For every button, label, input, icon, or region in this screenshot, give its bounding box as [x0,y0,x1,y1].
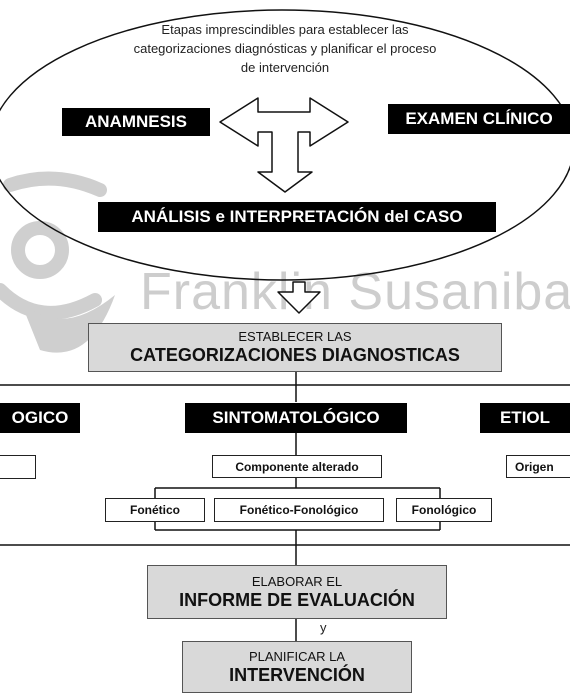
stages-ellipse [0,9,570,281]
report-box: ELABORAR EL INFORME DE EVALUACIÓN [147,565,447,619]
plan-line2: INTERVENCIÓN [229,664,365,685]
origen-box: Origen [506,455,570,478]
branch-center-label: SINTOMATOLÓGICO [185,403,407,433]
connector-text: y [320,620,327,635]
report-line1: ELABORAR EL [251,573,343,589]
anamnesis-label: ANAMNESIS [62,108,210,136]
stages-description: Etapas imprescindibles para establecer l… [133,22,437,75]
categorizations-line2: CATEGORIZACIONES DIAGNOSTICAS [130,345,460,365]
down-arrow-icon [277,281,321,314]
componente-alterado-box: Componente alterado [212,455,382,478]
categorizations-line1: ESTABLECER LAS [238,329,352,344]
watermark-text: Franklin Susanibar [140,263,570,321]
branch-left-label: OGICO [0,403,80,433]
fonetico-fonologico-box: Fonético-Fonológico [214,498,384,522]
fonologico-box: Fonológico [396,498,492,522]
three-way-arrow-icon [219,97,349,193]
plan-line1: PLANIFICAR LA [248,648,346,664]
left-sub-box [0,455,36,479]
examen-clinico-label: EXAMEN CLÍNICO [388,104,570,134]
branch-right-label: ETIOL [480,403,570,433]
report-line2: INFORME DE EVALUACIÓN [179,589,415,610]
fonetico-box: Fonético [105,498,205,522]
plan-box: PLANIFICAR LA INTERVENCIÓN [182,641,412,693]
analisis-label: ANÁLISIS e INTERPRETACIÓN del CASO [98,202,496,232]
categorizations-box: ESTABLECER LAS CATEGORIZACIONES DIAGNOST… [88,323,502,372]
